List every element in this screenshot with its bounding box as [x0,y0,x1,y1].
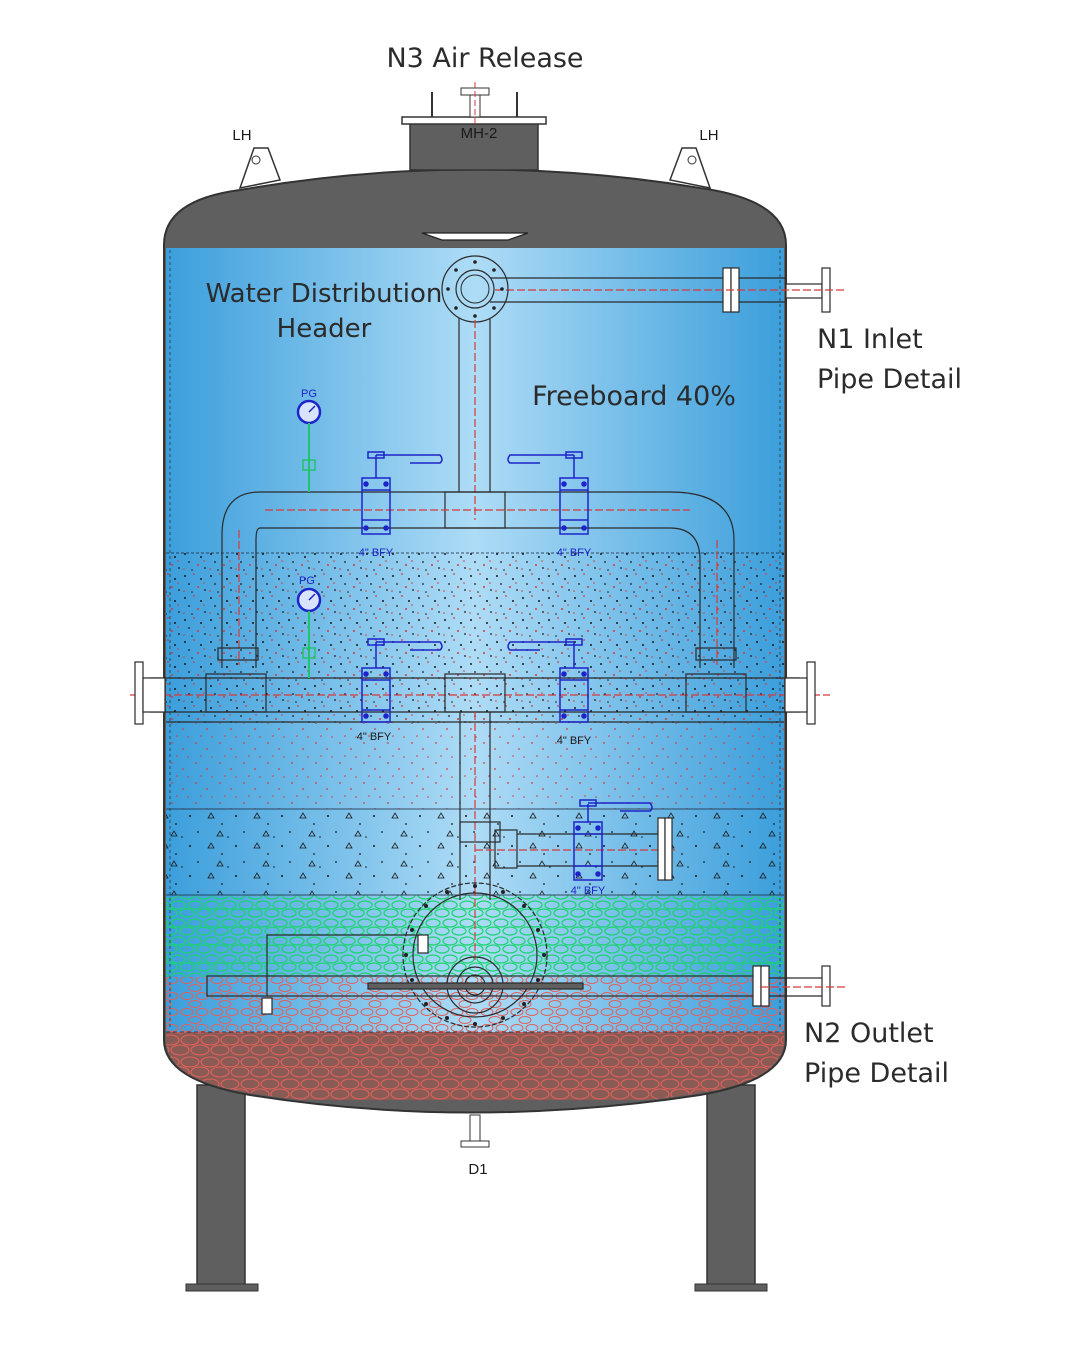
gauge-upper-label: PG [301,388,317,400]
butterfly-valve-4 [507,638,589,723]
butterfly-valve-3 [361,638,443,723]
pressure-gauge-lower [296,587,322,678]
manhole-nozzle [401,82,547,171]
lift-lug-label-left: LH [232,127,251,144]
support-legs [185,1084,768,1292]
butterfly-valve-2 [507,451,589,535]
manhole-label: MH-2 [461,125,498,142]
inlet-pipe [490,267,845,313]
pressure-gauge-upper [296,399,322,492]
valve-2-label: 4" BFY [557,547,592,559]
outlet-label-line2: Pipe Detail [804,1058,949,1089]
lifting-lug-left [238,147,282,189]
outlet-collector [206,934,845,1015]
upper-header-pipe [217,491,737,668]
valve-5-label: 4" BFY [571,885,606,897]
drain-nozzle [460,1114,490,1148]
inlet-label-line1: N1 Inlet [817,324,923,355]
freeboard-label: Freeboard 40% [532,381,736,412]
valve-3-label: 4" BFY [357,731,392,743]
distributor-top-plate [421,232,529,241]
butterfly-valve-5 [573,799,653,881]
inlet-label-line2: Pipe Detail [817,364,962,395]
air-release-label: N3 Air Release [386,43,583,74]
butterfly-valve-1 [361,451,443,535]
valve-4-label: 4" BFY [557,735,592,747]
lifting-lug-right [668,147,712,189]
lift-lug-label-right: LH [699,127,718,144]
drain-label: D1 [468,1161,487,1178]
distribution-header-label-line1: Water Distribution [206,279,443,309]
valve-1-label: 4" BFY [359,547,394,559]
distribution-header-label-line2: Header [277,314,372,344]
lower-vertical-pipe [459,712,675,960]
gauge-lower-label: PG [299,575,315,587]
bottom-manway-bolts [404,884,546,1026]
outlet-label-line1: N2 Outlet [804,1018,934,1049]
